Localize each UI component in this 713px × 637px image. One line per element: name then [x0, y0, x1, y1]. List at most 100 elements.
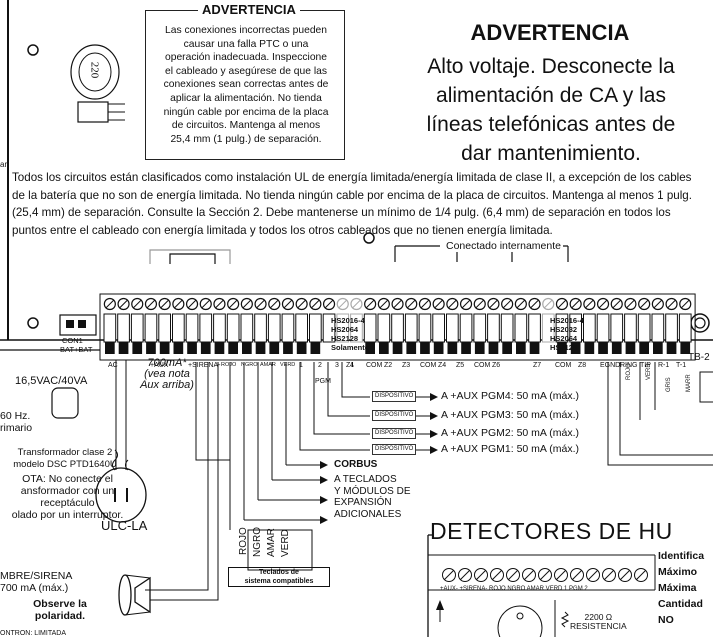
transformer-desc: Transformador clase 2 modelo DSC PTD1640…: [0, 447, 130, 471]
terminal-clamp: [598, 342, 608, 354]
terminal-body: [226, 313, 240, 343]
model-name: HS2032: [550, 325, 578, 334]
hz-line: rimario: [0, 422, 33, 434]
corbus-text: A TECLADOS Y MÓDULOS DE EXPANSIÓN ADICIO…: [334, 474, 411, 520]
terminal-clamp: [584, 342, 595, 354]
detector-side-text: Identifica Máximo Máxima Cantidad NO: [658, 548, 704, 628]
screw-slot: [283, 299, 293, 309]
terminal-clamp: [187, 342, 197, 354]
model-name: HS2128: [331, 334, 359, 343]
terminal-body: [185, 313, 199, 343]
model-group-right: HS2016-4 HS2032 HS2064 HS2128: [550, 316, 584, 352]
transformer-note-line: receptáculo: [40, 497, 95, 509]
detector-screw-slot: [572, 570, 582, 580]
detector-screw-slot: [508, 570, 518, 580]
corbus-line: Y MÓDULOS DE: [334, 485, 411, 497]
advertencia-box-title: ADVERTENCIA: [198, 2, 300, 17]
detector-screw-slot: [556, 570, 566, 580]
corbus-line: A TECLADOS: [334, 474, 397, 485]
screw-slot: [352, 299, 361, 309]
observe-line: Observe la: [33, 598, 87, 610]
terminal-clamp: [255, 342, 266, 354]
detector-screw-slot: [636, 570, 646, 580]
main-warning-line: alimentación de CA y las: [436, 84, 666, 107]
terminal-clamp: [639, 342, 649, 354]
battery-con-label: CON1: [62, 336, 83, 345]
terminal-body: [610, 313, 624, 343]
terminal-body: [665, 313, 678, 343]
terminal-label: Z2: [384, 362, 393, 369]
detector-screw-slot: [524, 570, 534, 580]
main-warning-line: Alto voltaje. Desconecte la: [427, 55, 675, 78]
detectors-title: DETECTORES DE HU: [430, 518, 673, 544]
resistor-line: 2200 Ω: [584, 612, 613, 622]
terminal-body: [500, 313, 514, 343]
terminal-body: [322, 313, 336, 343]
ulc-label: ULC-LA: [101, 518, 148, 533]
screw-slot: [667, 299, 676, 309]
device-tag: DISPOSITIVO: [372, 444, 417, 455]
warning-line: el cableado y asegúrese de que las: [164, 65, 327, 77]
terminal-clamp: [570, 342, 581, 354]
terminal-clamp: [379, 342, 389, 354]
terminal-clamp: [283, 342, 293, 354]
terminal-label: Z4: [438, 362, 447, 369]
warning-line: de circuitos. Mantenga al menos: [171, 120, 321, 132]
terminal-label: R-1: [658, 362, 670, 369]
terminal-clamp: [242, 342, 252, 354]
terminal-body: [172, 313, 185, 343]
detector-screw-slot: [604, 570, 614, 580]
transformer-hz: 60 Hz. rimario: [0, 410, 32, 434]
screw-slot: [269, 299, 279, 309]
terminal-clamp: [132, 342, 143, 354]
screw-slot: [105, 299, 115, 309]
warning-line: 25,4 mm (1 pulg.) de separación.: [170, 133, 322, 145]
screw-slot: [420, 299, 430, 309]
terminal-body: [103, 313, 117, 343]
screw-slot: [297, 299, 307, 309]
terminal-body: [144, 313, 158, 343]
terminal-body: [336, 313, 350, 343]
terminal-body: [418, 313, 432, 343]
screw-slot: [201, 299, 211, 309]
screw-slot: [393, 299, 402, 309]
screw-slot: [584, 299, 594, 309]
terminal-clamp: [461, 342, 471, 354]
warning-line: ningún cable por encima de la placa: [163, 106, 329, 118]
advertencia-box-text: Las conexiones incorrectas pueden causar…: [152, 24, 340, 146]
terminal-clamp: [611, 342, 622, 354]
screw-slot: [187, 299, 197, 309]
screw-slot: [447, 299, 457, 309]
main-warning-text: Alto voltaje. Desconecte la alimentación…: [392, 52, 710, 168]
screw-slot: [228, 299, 238, 309]
main-warning-line: líneas telefónicas antes de: [426, 113, 676, 136]
screw-slot: [434, 299, 444, 309]
screw-slot: [338, 299, 348, 309]
model-name: HS2064: [331, 325, 359, 334]
terminal-label: Z8: [578, 362, 587, 369]
terminal-body: [514, 313, 528, 343]
terminal-body: [637, 313, 651, 343]
terminal-body: [350, 313, 363, 343]
phone-wire-gris: GRIS: [666, 377, 672, 392]
terminal-clamp: [214, 342, 225, 354]
side-line: Máximo: [658, 566, 698, 578]
screw-slot: [215, 299, 224, 309]
terminal-clamp: [474, 342, 485, 354]
screw-slot: [324, 299, 334, 309]
terminal-clamp: [625, 342, 636, 354]
screw-slot: [639, 299, 649, 309]
terminal-clamp: [118, 342, 129, 354]
device-pgm3: A +AUX PGM3: 50 mA (máx.): [441, 409, 580, 421]
hz-line: 60 Hz.: [0, 410, 31, 422]
terminal-label: Z5: [456, 362, 465, 369]
terminal-body: [678, 313, 692, 343]
terminal-clamp: [173, 342, 184, 354]
circuit-note: Todos los circuitos están clasificados c…: [12, 171, 692, 237]
tb-label: TB-2: [688, 352, 710, 363]
side-line: Cantidad: [658, 598, 703, 610]
terminal-label: AMAR: [260, 362, 276, 368]
terminal-body: [117, 313, 130, 343]
terminal-clamp: [680, 342, 691, 354]
terminal-body: [199, 313, 213, 343]
